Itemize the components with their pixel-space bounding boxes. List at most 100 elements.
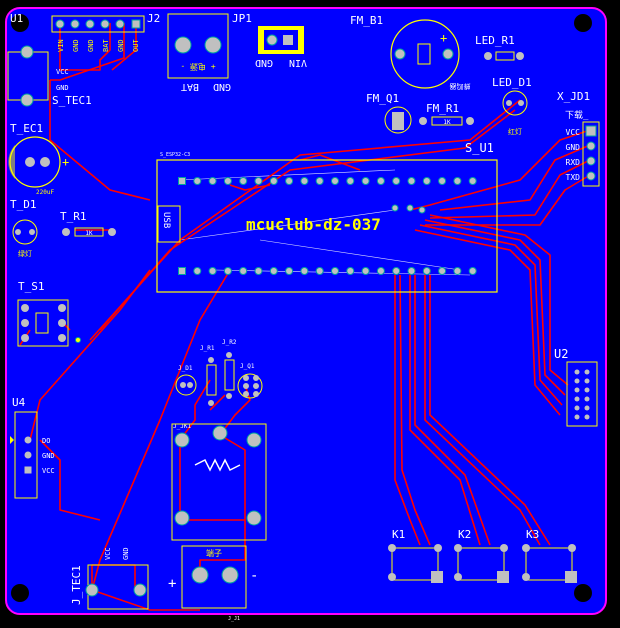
svg-text:K3: K3 (526, 528, 539, 541)
bat-connector: + 电源 - BAT GND (167, 13, 231, 92)
mounting-holes (11, 14, 592, 602)
u2-pad (584, 369, 590, 375)
svg-text:VIN: VIN (57, 39, 65, 52)
header-pad (315, 267, 324, 275)
header-pad (331, 267, 339, 275)
u2-pad (584, 414, 590, 420)
s-tec1: VCC GND S_TEC1 (7, 45, 92, 107)
svg-text:红灯: 红灯 (508, 127, 522, 136)
t-s1-ref: T_S1 (18, 280, 45, 293)
u1-pin-labels: VIN GND GND BAT GND OUT (57, 39, 140, 52)
svg-text:GND: GND (72, 39, 80, 52)
header-pad (407, 177, 416, 185)
t-ec1-ref: T_EC1 (10, 122, 43, 135)
svg-text:VCC: VCC (56, 68, 69, 76)
s-u1-ref: S_U1 (465, 141, 494, 155)
svg-text:J_JK1: J_JK1 (173, 423, 191, 430)
svg-text:+: + (440, 31, 447, 45)
svg-text:1K: 1K (85, 230, 93, 237)
u2-pad (584, 378, 590, 384)
led-d1: LED_D1 红灯 (492, 76, 532, 136)
header-pad (453, 177, 462, 185)
t-r1: T_R1 1K (60, 210, 116, 237)
svg-text:+: + (168, 576, 176, 592)
header-pad (468, 177, 477, 185)
u2-pad (574, 396, 580, 402)
u2-pad (584, 405, 590, 411)
svg-text:J_R2: J_R2 (222, 339, 237, 346)
header-pad (361, 177, 370, 185)
s-tec1-ref: S_TEC1 (52, 94, 92, 107)
j2-ref: J2 (147, 12, 160, 25)
u2-pad (574, 414, 580, 420)
u2-connector: U2 (554, 347, 598, 427)
svg-text:-: - (250, 568, 258, 584)
header-pad (300, 267, 309, 275)
svg-text:K2: K2 (458, 528, 471, 541)
svg-text:BAT: BAT (102, 39, 110, 52)
header-pad (239, 267, 248, 275)
svg-text:GND: GND (566, 143, 581, 152)
button-k1: K1 (388, 528, 443, 583)
svg-text:J_R1: J_R1 (200, 345, 215, 352)
header-pad (392, 177, 401, 185)
header-pad (254, 267, 263, 275)
svg-text:GND: GND (117, 39, 125, 52)
svg-text:1K: 1K (443, 119, 451, 126)
jp1-ref: JP1 (232, 12, 252, 25)
svg-text:J_D1: J_D1 (178, 365, 193, 372)
jp1-gnd-label: GND (255, 57, 273, 68)
header-pad (438, 267, 447, 275)
svg-text:J_J1: J_J1 (228, 616, 240, 622)
jp1-vin-label: VIN (289, 57, 307, 68)
u4-ref: U4 (12, 396, 26, 409)
fm-r1: FM_R1 1K (419, 102, 474, 126)
header-pad (223, 177, 232, 185)
traces (19, 23, 591, 611)
header-pad (468, 267, 477, 275)
fm-q1-ref: FM_Q1 (366, 92, 399, 105)
u2-pad (574, 378, 580, 384)
u2-pad (574, 405, 580, 411)
u2-pad (584, 396, 590, 402)
u1-pads (55, 19, 141, 29)
t-ec1: T_EC1 + 220uF (8, 122, 69, 196)
header-pad (269, 177, 278, 185)
header-pad (300, 177, 309, 185)
x-jd1-header: X_JD1 下载_ VCC GND RXD TXD (557, 90, 600, 187)
usb-label: USB (161, 212, 171, 228)
header-pad (315, 177, 324, 185)
header-pad (193, 177, 202, 185)
svg-text:S_ESP32-C3: S_ESP32-C3 (160, 152, 190, 158)
svg-text:GND: GND (42, 452, 55, 460)
button-k3: K3 (522, 528, 577, 583)
fm-q1: FM_Q1 (366, 92, 412, 134)
header-pad (346, 267, 355, 275)
header-pad (453, 267, 462, 275)
svg-text:+ 电源 -: + 电源 - (180, 62, 215, 72)
svg-text:GND: GND (122, 547, 130, 560)
header-pad (285, 267, 294, 275)
svg-text:GND: GND (87, 39, 95, 52)
vias (75, 204, 426, 343)
s-u1-bottom-pins (178, 267, 477, 275)
header-pad (178, 267, 186, 275)
header-pad (407, 267, 416, 275)
fm-r1-ref: FM_R1 (426, 102, 459, 115)
svg-text:220uF: 220uF (36, 189, 54, 196)
bat-label: BAT (181, 81, 199, 92)
header-pad (422, 267, 431, 275)
header-pad (361, 267, 370, 275)
relay-area: J_D1 J_R1 J_R2 J_Q1 J_JK1 (171, 339, 267, 541)
svg-text:蜂鸣器: 蜂鸣器 (450, 82, 471, 91)
header-pad (208, 177, 217, 185)
header-pad (438, 177, 447, 185)
header-pad (346, 177, 355, 185)
t-s1-switch: T_S1 (17, 280, 69, 347)
led-d1-ref: LED_D1 (492, 76, 532, 89)
svg-text:TXD: TXD (566, 173, 581, 182)
fm-b1-ref: FM_B1 (350, 14, 383, 27)
header-pad (178, 177, 186, 185)
u1-module: U1 VIN GND GND BAT GND OUT J2 (10, 12, 160, 52)
